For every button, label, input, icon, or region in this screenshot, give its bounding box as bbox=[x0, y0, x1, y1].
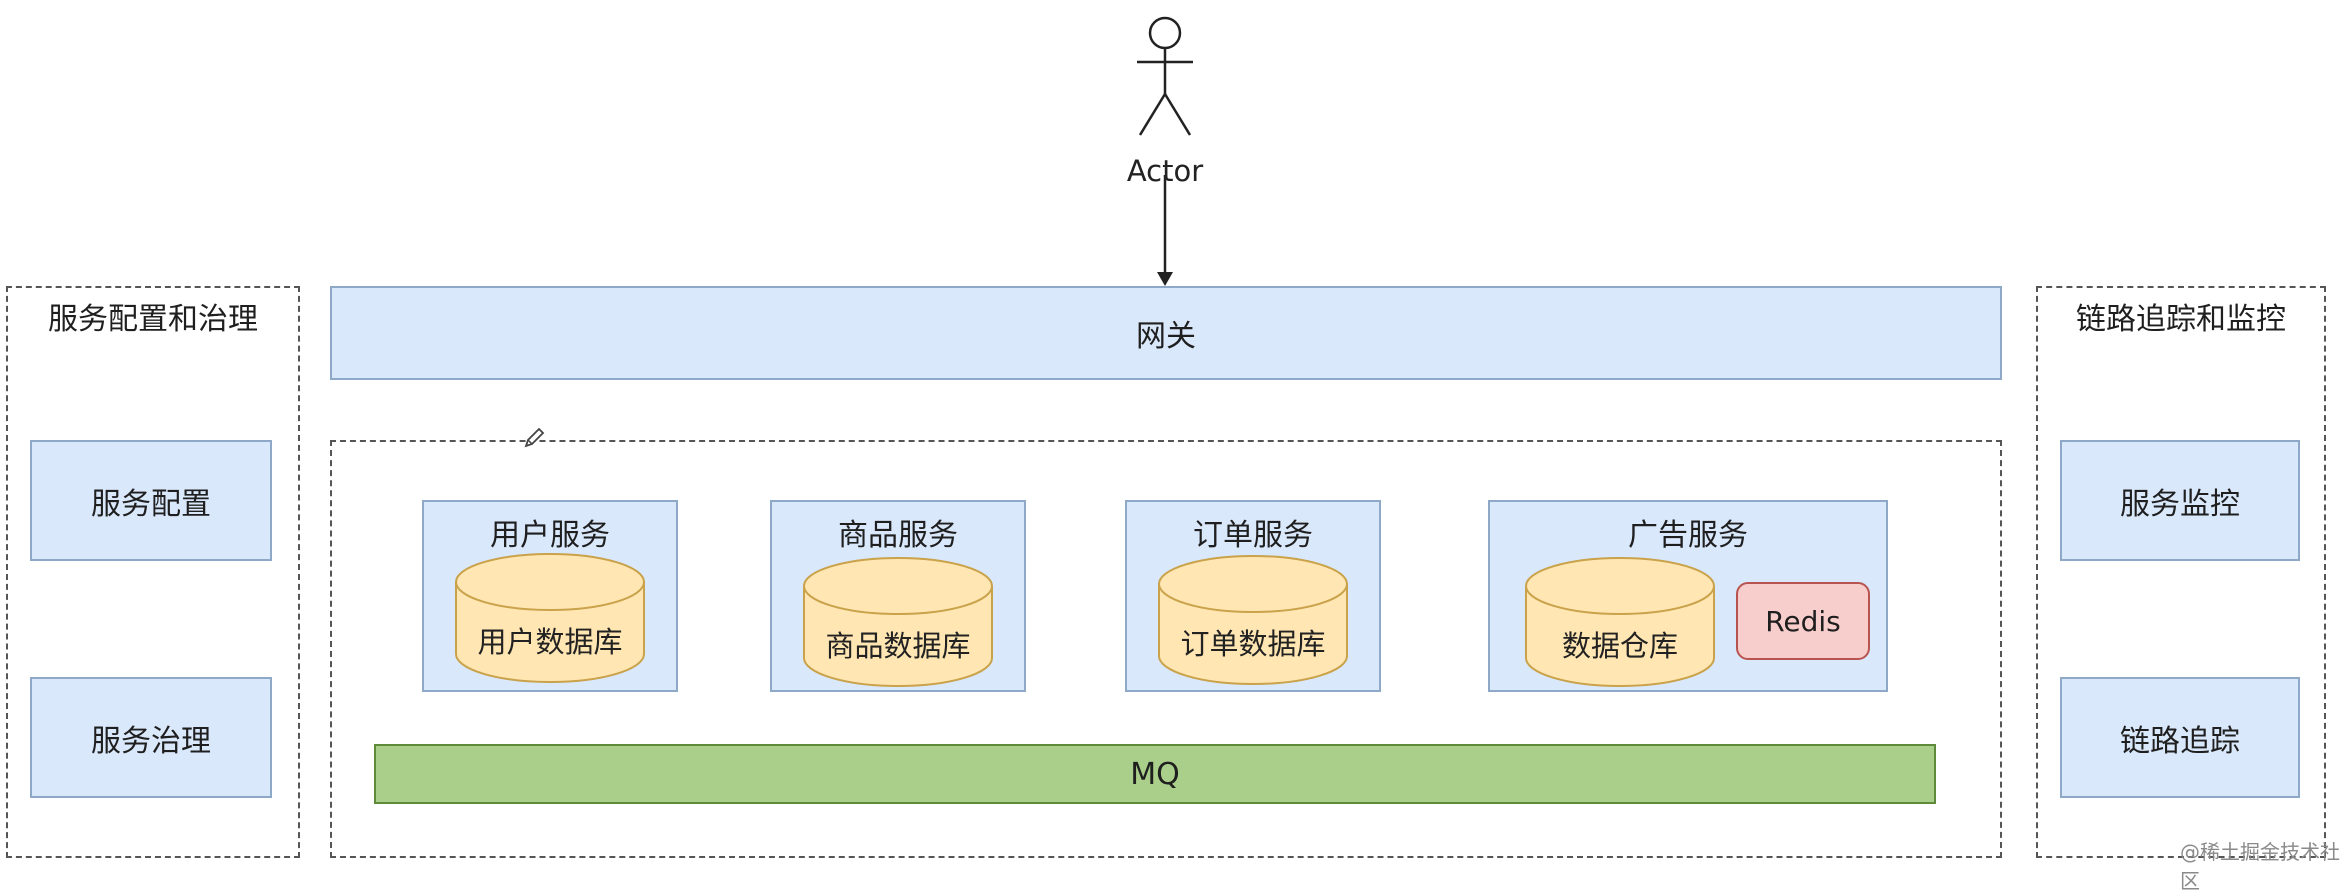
product-database-label: 商品数据库 bbox=[825, 629, 970, 663]
redis-box: Redis bbox=[1736, 582, 1870, 660]
mq-bar: MQ bbox=[374, 744, 1936, 804]
data-warehouse-cylinder: 数据仓库 bbox=[1525, 557, 1715, 687]
user-database-cylinder: 用户数据库 bbox=[455, 553, 645, 683]
product-service-title: 商品服务 bbox=[838, 518, 958, 553]
gateway-box: 网关 bbox=[330, 286, 2002, 380]
actor-label: Actor bbox=[1127, 154, 1203, 188]
user-service-title: 用户服务 bbox=[490, 518, 610, 553]
service-governance-box: 服务治理 bbox=[30, 677, 272, 798]
arrow-head bbox=[1157, 272, 1173, 286]
actor-leg-left bbox=[1138, 93, 1167, 136]
product-database-cylinder: 商品数据库 bbox=[803, 557, 993, 687]
trace-tracking-box: 链路追踪 bbox=[2060, 677, 2300, 798]
pencil-icon bbox=[524, 427, 545, 448]
order-database-cylinder: 订单数据库 bbox=[1158, 555, 1348, 685]
order-database-label: 订单数据库 bbox=[1180, 627, 1325, 661]
ad-service-title: 广告服务 bbox=[1628, 518, 1748, 553]
actor-figure: Actor bbox=[1127, 16, 1203, 286]
order-service-title: 订单服务 bbox=[1193, 518, 1313, 553]
data-warehouse-label: 数据仓库 bbox=[1562, 629, 1678, 663]
actor-head bbox=[1148, 16, 1182, 50]
user-database-label: 用户数据库 bbox=[477, 625, 622, 659]
service-monitoring-box: 服务监控 bbox=[2060, 440, 2300, 561]
service-config-box: 服务配置 bbox=[30, 440, 272, 561]
right-panel-title: 链路追踪和监控 bbox=[2076, 302, 2286, 337]
actor-leg-right bbox=[1163, 93, 1192, 136]
left-panel-title: 服务配置和治理 bbox=[48, 302, 258, 337]
watermark: @稀土掘金技术社区 bbox=[2180, 840, 2340, 893]
